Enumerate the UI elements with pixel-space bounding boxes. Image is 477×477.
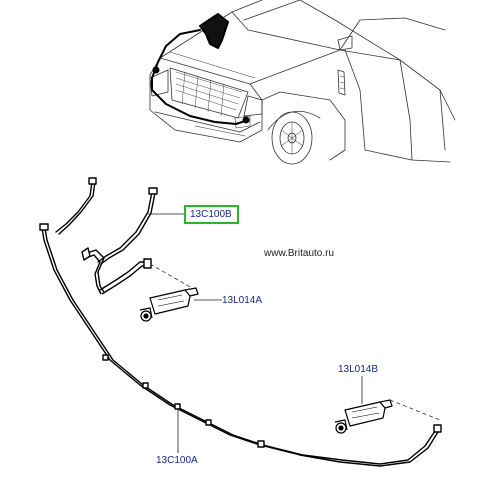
washer-jet-13L014B	[334, 399, 393, 434]
washer-jet-13L014A	[139, 287, 199, 322]
hose-connector	[81, 247, 152, 295]
vehicle-washer-system	[151, 13, 250, 125]
hose-13C100A	[39, 223, 442, 467]
part-label-13C100A[interactable]: 13C100A	[156, 455, 198, 466]
site-watermark: www.Britauto.ru	[264, 248, 335, 259]
connection-dashes	[149, 263, 441, 421]
vehicle-illustration	[149, 0, 456, 165]
part-label-13L014B[interactable]: 13L014B	[338, 364, 379, 375]
part-highlight-13C100B	[184, 205, 239, 224]
leader-lines	[148, 213, 363, 453]
hose-13C100B	[55, 177, 158, 265]
part-label-13C100B[interactable]: 13C100B	[190, 209, 232, 220]
part-label-13L014A[interactable]: 13L014A	[222, 295, 263, 306]
